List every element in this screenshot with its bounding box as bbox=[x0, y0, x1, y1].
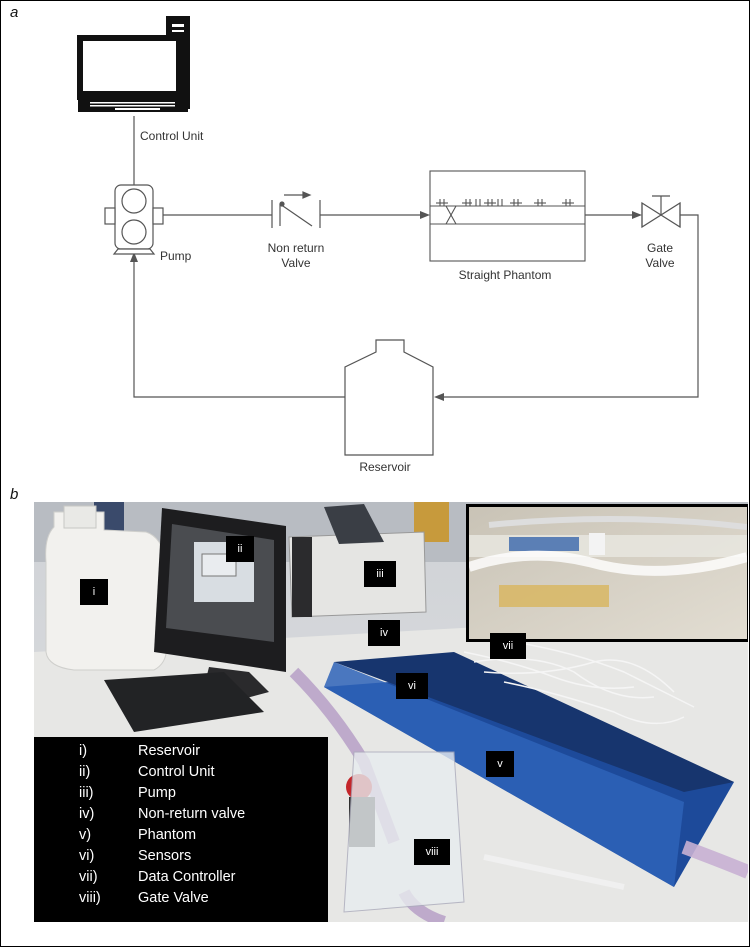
panel-label-b: b bbox=[10, 486, 19, 503]
legend-item-text: Reservoir bbox=[138, 743, 201, 759]
legend-item: i) Reservoir bbox=[34, 743, 328, 763]
tag-reservoir: i bbox=[80, 579, 108, 605]
legend-item-number: v) bbox=[79, 827, 92, 843]
pump-icon bbox=[104, 184, 164, 255]
legend-item-number: i) bbox=[79, 743, 88, 759]
legend-item: iv) Non-return valve bbox=[34, 806, 328, 826]
reservoir-label: Reservoir bbox=[359, 460, 411, 474]
flow-loop-diagram bbox=[77, 16, 699, 456]
legend-item: v) Phantom bbox=[34, 827, 328, 847]
straight-phantom-label: Straight Phantom bbox=[458, 268, 552, 282]
legend-item-number: ii) bbox=[79, 764, 91, 780]
legend-item-text: Non-return valve bbox=[138, 806, 246, 822]
photo-legend: i) Reservoir ii) Control Unit iii) Pump … bbox=[34, 737, 328, 922]
legend-item-text: Phantom bbox=[138, 827, 197, 843]
connection-line bbox=[442, 214, 699, 398]
phantom-icon bbox=[429, 170, 586, 262]
tag-gate-valve: viii bbox=[414, 839, 450, 865]
legend-item: viii) Gate Valve bbox=[34, 890, 328, 910]
legend-item-number: iv) bbox=[79, 806, 95, 822]
gate-valve-label-line2: Valve bbox=[645, 256, 675, 270]
legend-item-text: Control Unit bbox=[138, 764, 215, 780]
panel-label-a: a bbox=[10, 4, 19, 21]
arrowhead bbox=[420, 211, 430, 219]
legend-item-number: vi) bbox=[79, 848, 95, 864]
gate-valve-icon bbox=[641, 195, 681, 229]
experimental-setup-photo: i ii iii iv v vi vii viii bbox=[34, 502, 748, 922]
legend-item-number: viii) bbox=[79, 890, 101, 906]
arrowhead bbox=[130, 252, 138, 262]
legend-item: iii) Pump bbox=[34, 785, 328, 805]
tag-non-return-valve: iv bbox=[368, 620, 400, 646]
arrowhead bbox=[632, 211, 642, 219]
legend-item: vi) Sensors bbox=[34, 848, 328, 868]
control-unit-label: Control Unit bbox=[140, 129, 204, 143]
legend-item-number: iii) bbox=[79, 785, 94, 801]
tag-sensors: vi bbox=[396, 673, 428, 699]
legend-item: vii) Data Controller bbox=[34, 869, 328, 889]
legend-item-text: Pump bbox=[138, 785, 176, 801]
legend-item-text: Sensors bbox=[138, 848, 192, 864]
arrowhead bbox=[434, 393, 444, 401]
gate-valve-label-line1: Gate bbox=[646, 241, 673, 255]
tag-data-controller: vii bbox=[490, 633, 526, 659]
non-return-valve-icon bbox=[271, 191, 321, 228]
pump-label: Pump bbox=[160, 249, 192, 263]
non-return-valve-label-line1: Non return bbox=[267, 241, 325, 255]
setup-photo-illustration bbox=[34, 502, 748, 922]
computer-icon bbox=[77, 16, 190, 112]
tag-control-unit: ii bbox=[226, 536, 254, 562]
legend-item-text: Gate Valve bbox=[138, 890, 209, 906]
legend-item-text: Data Controller bbox=[138, 869, 236, 885]
legend-item: ii) Control Unit bbox=[34, 764, 328, 784]
non-return-valve-label-line2: Valve bbox=[281, 256, 311, 270]
connection-line bbox=[133, 260, 345, 398]
tag-pump: iii bbox=[364, 561, 396, 587]
reservoir-icon bbox=[344, 339, 434, 456]
phantom-closeup-inset bbox=[466, 504, 748, 642]
tag-phantom: v bbox=[486, 751, 514, 777]
legend-item-number: vii) bbox=[79, 869, 98, 885]
